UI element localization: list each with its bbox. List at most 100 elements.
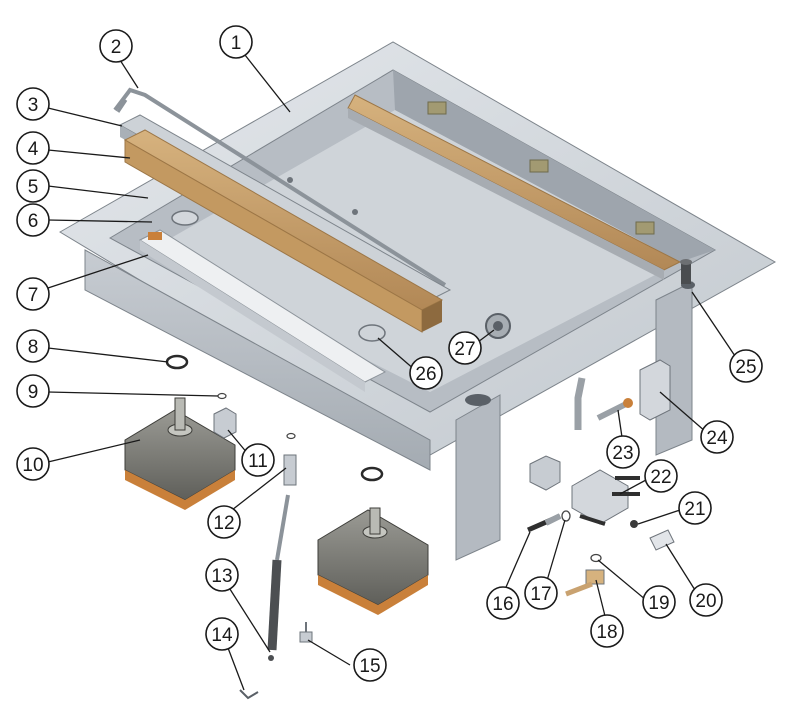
- callout-11: 11: [241, 443, 275, 477]
- callout-15: 15: [353, 648, 387, 682]
- leader-line: [47, 439, 141, 463]
- leader-line: [47, 347, 169, 363]
- callout-21: 21: [678, 491, 712, 525]
- callout-13: 13: [205, 558, 239, 592]
- callout-label: 12: [213, 513, 234, 534]
- callout-3: 3: [16, 87, 50, 121]
- o-ring-small: [286, 432, 296, 440]
- o-ring-17: [561, 510, 571, 522]
- callout-label: 5: [28, 177, 39, 198]
- leader-line: [47, 149, 131, 159]
- plug-21: [630, 520, 638, 528]
- leader-line: [477, 329, 495, 343]
- leader-line: [659, 391, 707, 433]
- callout-19: 19: [642, 585, 676, 619]
- callout-label: 2: [111, 37, 122, 58]
- leader-line: [227, 585, 271, 653]
- callout-label: 7: [28, 285, 39, 306]
- callout-2: 2: [99, 29, 133, 63]
- callout-1: 1: [219, 25, 253, 59]
- white-lower-bar: [138, 229, 387, 392]
- callout-24: 24: [700, 420, 734, 454]
- callout-label: 19: [648, 593, 669, 614]
- knob-25: [680, 259, 692, 284]
- callout-label: 10: [22, 455, 43, 476]
- block-11: [213, 407, 237, 439]
- callout-label: 3: [28, 95, 39, 116]
- leader-line: [47, 254, 149, 289]
- leader-line: [597, 559, 647, 601]
- hook-14: [239, 689, 259, 700]
- leader-line: [595, 579, 607, 621]
- washer-26: [358, 324, 386, 342]
- leader-line: [231, 467, 287, 511]
- callout-10: 10: [16, 447, 50, 481]
- cylinder-10: [124, 397, 236, 510]
- leader-line: [47, 185, 149, 199]
- valve-block-22: [571, 469, 640, 526]
- callout-label: 6: [28, 211, 39, 232]
- callout-18: 18: [590, 614, 624, 648]
- callout-label: 18: [596, 622, 617, 643]
- callout-label: 14: [211, 625, 233, 646]
- callout-20: 20: [689, 583, 723, 617]
- rear-wood-strip: [347, 94, 682, 280]
- gas-spring-13: [267, 454, 297, 661]
- leader-line: [502, 531, 531, 595]
- wood-seal-bar: [123, 129, 444, 333]
- clamp-block: [529, 159, 549, 173]
- callout-25: 25: [729, 349, 763, 383]
- clip-15: [299, 622, 313, 643]
- plate-20: [649, 529, 675, 551]
- pipe-fitting: [574, 377, 586, 430]
- callout-label: 25: [735, 357, 756, 378]
- callout-label: 20: [695, 591, 716, 612]
- leader-line: [244, 54, 291, 113]
- o-ring-9: [217, 392, 227, 400]
- bracket-block: [529, 455, 561, 491]
- clamp-block: [635, 221, 655, 235]
- callout-26: 26: [409, 356, 443, 390]
- callout-label: 24: [706, 428, 728, 449]
- callout-label: 17: [530, 584, 551, 605]
- callout-label: 1: [231, 33, 242, 54]
- callout-label: 9: [28, 382, 39, 403]
- callout-23: 23: [606, 435, 640, 469]
- callout-4: 4: [16, 131, 50, 165]
- callout-label: 13: [211, 566, 232, 587]
- leader-line: [619, 479, 647, 495]
- callout-label: 15: [359, 656, 380, 677]
- callout-label: 23: [612, 443, 633, 464]
- callout-label: 4: [28, 139, 39, 160]
- flange-hole: [465, 394, 491, 406]
- o-ring-large: [360, 466, 384, 482]
- leader-line: [119, 59, 139, 89]
- leader-line: [47, 219, 153, 223]
- callout-label: 16: [492, 594, 513, 615]
- leader-line: [47, 107, 123, 127]
- callout-6: 6: [16, 203, 50, 237]
- o-ring-19: [590, 553, 602, 563]
- leader-line: [307, 639, 351, 666]
- leader-line: [691, 291, 736, 357]
- nut-6: [171, 210, 199, 226]
- callout-8: 8: [16, 329, 50, 363]
- fitting-16: [526, 513, 562, 533]
- bracket-24: [639, 359, 671, 421]
- callout-12: 12: [207, 505, 241, 539]
- callout-22: 22: [644, 459, 678, 493]
- callout-label: 26: [415, 364, 436, 385]
- callout-14: 14: [205, 617, 239, 651]
- callout-17: 17: [524, 576, 558, 610]
- tray-leg-front: [455, 394, 501, 561]
- callout-label: 22: [650, 467, 671, 488]
- tray-front-face: [84, 249, 431, 471]
- fitting-18: [565, 569, 605, 597]
- leader-line: [47, 391, 219, 397]
- clamp-block: [427, 101, 447, 115]
- leader-line: [637, 509, 681, 525]
- callout-label: 27: [454, 339, 475, 360]
- callout-16: 16: [486, 586, 520, 620]
